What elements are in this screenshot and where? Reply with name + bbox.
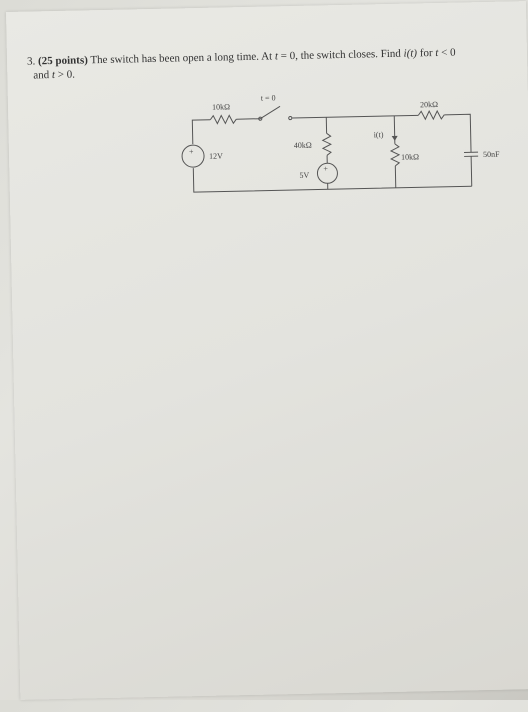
label-r2: 20kΩ — [420, 100, 438, 109]
wire-cap-bottom — [471, 156, 472, 186]
v2-plus-sign: + — [323, 164, 328, 173]
resistor-10k-left — [210, 115, 236, 124]
label-r1: 10kΩ — [212, 102, 230, 111]
wire-top-right — [444, 114, 471, 153]
worksheet-paper: 3. (25 points) The switch has been open … — [6, 1, 528, 700]
wire-top-middle — [292, 115, 418, 118]
label-r3: 40kΩ — [294, 141, 312, 150]
resistor-20k — [418, 111, 444, 120]
switch-blade — [260, 106, 280, 118]
circuit-diagram: 10kΩ t = 0 20kΩ 40kΩ i(t) 10kΩ 50nF 12V … — [6, 1, 528, 712]
v1-plus-sign: + — [189, 147, 194, 156]
resistor-10k-right — [391, 144, 399, 166]
switch-contact-right — [289, 116, 292, 119]
resistor-40k — [323, 133, 331, 155]
label-capacitor: 50nF — [483, 150, 500, 159]
wire-to-switch — [236, 119, 260, 120]
label-switch: t = 0 — [261, 93, 276, 102]
label-v2: 5V — [299, 171, 309, 180]
wire-top-left — [192, 120, 210, 144]
label-current: i(t) — [374, 130, 384, 139]
label-r4: 10kΩ — [401, 152, 419, 161]
wire-bottom — [193, 162, 471, 192]
label-v1: 12V — [209, 151, 223, 160]
current-arrow-icon — [392, 136, 398, 141]
